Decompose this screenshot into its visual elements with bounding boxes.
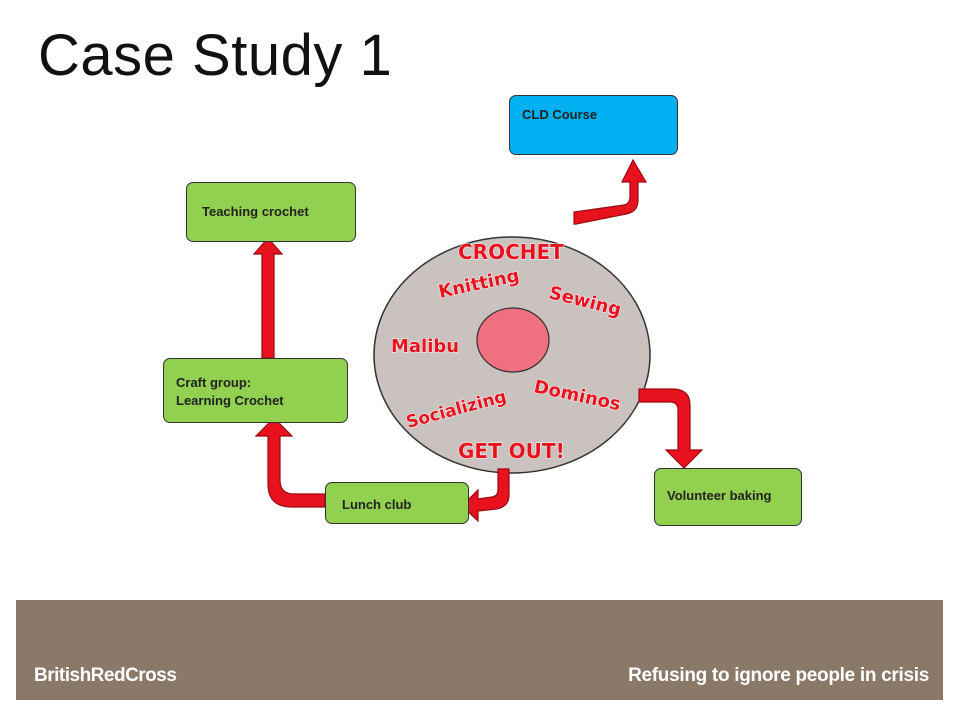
case-study-diagram: CROCHET Knitting Sewing Malibu Dominos S… xyxy=(252,158,704,523)
arrow-hub-to-lunch xyxy=(461,468,510,523)
node-volunteer-baking-label: Volunteer baking xyxy=(667,488,772,503)
arrow-hub-to-cld xyxy=(573,158,648,225)
node-cld-course: CLD Course xyxy=(509,95,678,155)
hub-center xyxy=(476,307,550,373)
node-lunch-club-label: Lunch club xyxy=(342,497,412,512)
node-craft-group-line2: Learning Crochet xyxy=(176,393,284,408)
hub-word-get-out: GET OUT! xyxy=(458,439,565,463)
hub-word-malibu: Malibu xyxy=(391,336,459,357)
node-teaching-crochet: Teaching crochet xyxy=(186,182,356,242)
node-teaching-crochet-label: Teaching crochet xyxy=(202,204,309,219)
hub-word-crochet: CROCHET xyxy=(458,240,564,264)
arrow-hub-to-volunteer xyxy=(638,388,704,469)
node-lunch-club: Lunch club xyxy=(325,482,469,524)
node-cld-course-label: CLD Course xyxy=(522,107,598,122)
arrow-craft-to-teaching xyxy=(252,237,284,359)
node-craft-group: Craft group: Learning Crochet xyxy=(163,358,348,423)
node-volunteer-baking: Volunteer baking xyxy=(654,468,802,526)
footer-banner: BritishRedCross Refusing to ignore peopl… xyxy=(16,600,943,700)
footer-tagline: Refusing to ignore people in crisis xyxy=(628,665,929,686)
page-title: Case Study 1 xyxy=(38,23,393,88)
node-craft-group-line1: Craft group: xyxy=(176,375,252,390)
arrow-lunch-to-craft xyxy=(254,417,326,508)
footer-brand: BritishRedCross xyxy=(34,665,177,686)
